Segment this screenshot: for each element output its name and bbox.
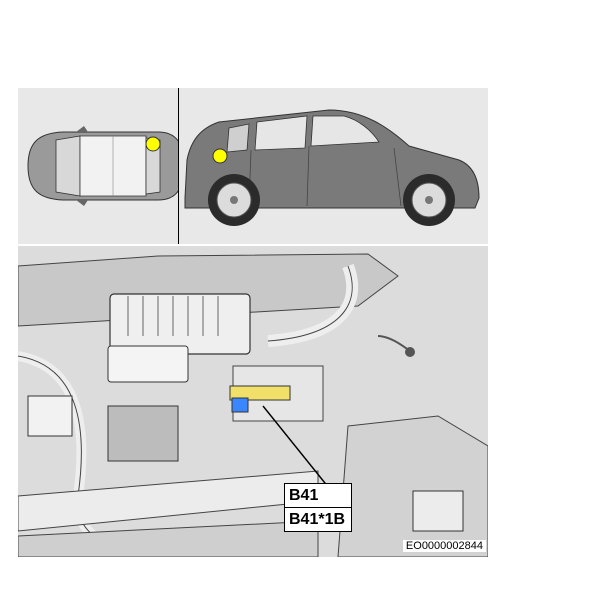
- yellow-location-dot: [145, 136, 161, 152]
- image-code: EO0000002844: [402, 540, 486, 552]
- component-b41-connector: [229, 385, 291, 401]
- car-top-view-icon: [27, 126, 178, 206]
- car-side-view-icon: [184, 109, 480, 226]
- panel-divider-vertical: [178, 88, 179, 244]
- engine-bay-illustration: [18, 246, 488, 557]
- car-side-view-panel: [179, 88, 488, 244]
- label-component: B41: [284, 483, 352, 508]
- detail-illustration: [18, 246, 488, 557]
- yellow-location-dot: [212, 148, 228, 164]
- car-top-view-panel: [18, 88, 178, 244]
- label-connector: B41*1B: [284, 507, 352, 532]
